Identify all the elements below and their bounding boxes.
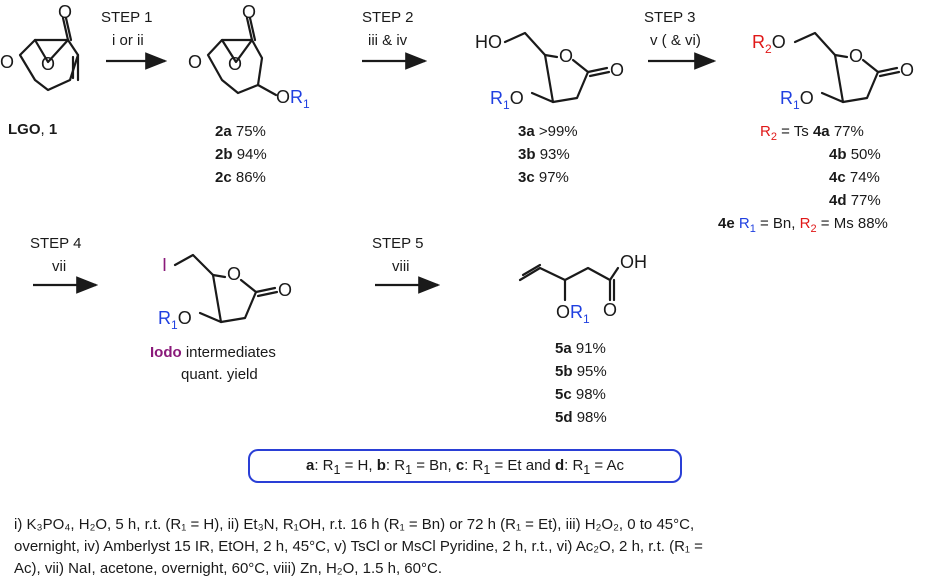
svg-text:3a >99%: 3a >99% (518, 123, 578, 140)
svg-text:R2 = Ts 4a 77%: R2 = Ts 4a 77% (760, 123, 864, 143)
iodo-or1: R1O (158, 308, 192, 332)
c2-carbonyl-o: O (242, 2, 256, 22)
c3-or1: R1O (490, 88, 524, 112)
svg-text:2a 75%: 2a 75% (215, 123, 266, 140)
c4-ring-o: O (849, 46, 863, 66)
svg-text:4d 77%: 4d 77% (829, 192, 881, 209)
compound-3-yields: 3a >99% 3b 93% 3c 97% (518, 123, 578, 186)
compound-4-yields: R2 = Ts 4a 77% 4b 50% 4c 74% 4d 77% 4e R… (718, 123, 888, 235)
svg-text:3b 93%: 3b 93% (518, 146, 570, 163)
compound-3-structure: HO O O R1O (475, 31, 624, 112)
iodo-intermediate-structure: I O O R1O (158, 253, 292, 332)
step2-reagent: iii & iv (368, 32, 408, 49)
c2-ring-o: O (188, 52, 202, 72)
svg-text:2b 94%: 2b 94% (215, 146, 267, 163)
svg-text:5a 91%: 5a 91% (555, 340, 606, 357)
c2-or1: OR1 (276, 87, 310, 111)
lgo-bridge-o: O (41, 54, 55, 74)
svg-text:5d 98%: 5d 98% (555, 409, 607, 426)
reaction-conditions: i) K₃PO₄, H₂O, 5 h, r.t. (R₁ = H), ii) E… (14, 514, 934, 580)
c3-ho: HO (475, 32, 502, 52)
lgo-name: LGO (8, 121, 41, 138)
compound-5-yields: 5a 91% 5b 95% 5c 98% 5d 98% (555, 340, 607, 426)
iodo-ring-o: O (227, 264, 241, 284)
step4-label: STEP 4 (30, 235, 81, 252)
iodo-caption-line1: Iodo intermediates (150, 344, 276, 361)
svg-text:3c 97%: 3c 97% (518, 169, 569, 186)
svg-text:4b 50%: 4b 50% (829, 146, 881, 163)
conditions-line-3: Ac), vii) NaI, acetone, overnight, 60°C,… (14, 560, 442, 577)
reaction-scheme: O O O LGO, 1 STEP 1 i or ii O O O OR1 2a… (0, 2, 914, 426)
iodo-i: I (162, 255, 167, 275)
c5-oh: OH (620, 252, 647, 272)
compound-lgo-structure: O O O (0, 2, 80, 92)
lgo-label: LGO, 1 (8, 121, 57, 138)
iodo-caption-line2: quant. yield (181, 366, 258, 383)
svg-text:4c 74%: 4c 74% (829, 169, 880, 186)
c2-bridge-o: O (228, 54, 242, 74)
c5-or1: OR1 (556, 302, 590, 326)
svg-text:2c 86%: 2c 86% (215, 169, 266, 186)
compound-2-structure: O O O OR1 (188, 2, 310, 111)
c3-ring-o: O (559, 46, 573, 66)
lgo-ring-o: O (0, 52, 14, 72)
step5-label: STEP 5 (372, 235, 423, 252)
step2-label: STEP 2 (362, 9, 413, 26)
compound-5-structure: OH O OR1 (518, 252, 647, 326)
c4-or1: R1O (780, 88, 814, 112)
compound-4-structure: R2O O O R1O (752, 31, 914, 112)
svg-text:5c 98%: 5c 98% (555, 386, 606, 403)
c5-carbonyl-o: O (603, 300, 617, 320)
step3-label: STEP 3 (644, 9, 695, 26)
step3-reagent: v ( & vi) (650, 32, 701, 49)
svg-text:5b 95%: 5b 95% (555, 363, 607, 380)
c3-carbonyl-o: O (610, 60, 624, 80)
conditions-line-2: overnight, iv) Amberlyst 15 IR, EtOH, 2 … (14, 538, 703, 555)
lgo-carbonyl-o: O (58, 2, 72, 22)
iodo-carbonyl-o: O (278, 280, 292, 300)
c4-r2o: R2O (752, 32, 786, 56)
step4-reagent: vii (52, 258, 66, 275)
step1-reagent: i or ii (112, 32, 144, 49)
c4-carbonyl-o: O (900, 60, 914, 80)
conditions-line-1: i) K₃PO₄, H₂O, 5 h, r.t. (R₁ = H), ii) E… (14, 516, 695, 533)
compound-4e-line: 4e R1 = Bn, R2 = Ms 88% (718, 215, 888, 235)
step1-label: STEP 1 (101, 9, 152, 26)
lgo-number: 1 (49, 121, 57, 138)
compound-2-yields: 2a 75% 2b 94% 2c 86% (215, 123, 267, 186)
substituent-legend: a: R1 = H, b: R1 = Bn, c: R1 = Et and d:… (248, 449, 682, 483)
step5-reagent: viii (392, 258, 410, 275)
